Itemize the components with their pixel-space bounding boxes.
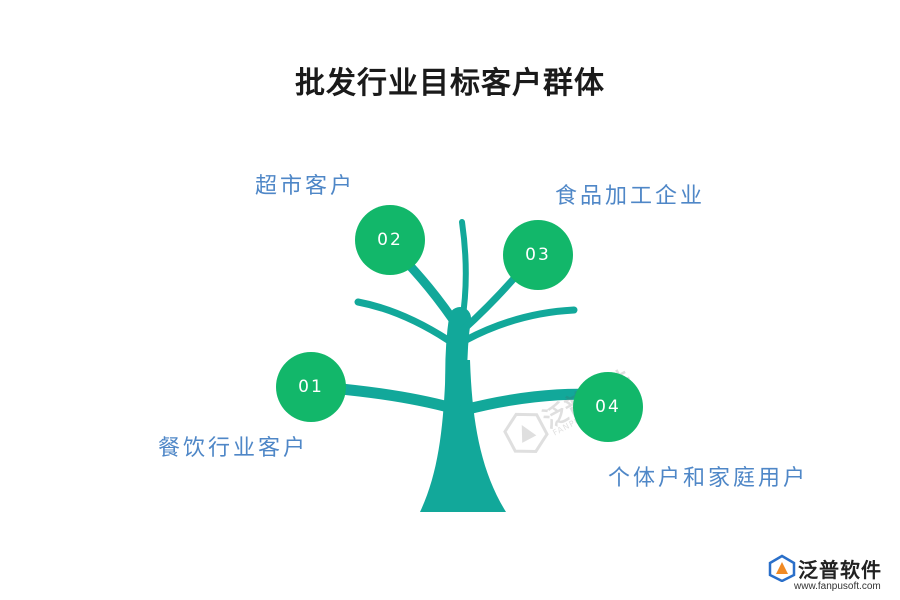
- branch-lower-left: [324, 382, 458, 414]
- label-02: 超市客户: [255, 174, 356, 199]
- label-04: 个体户和家庭用户: [608, 466, 809, 491]
- node-04: 04: [573, 372, 643, 442]
- node-01: 01: [276, 352, 346, 422]
- brand-logo-icon: [768, 554, 796, 582]
- watermark: 泛普软件 FANPUSOFT: [495, 346, 656, 469]
- node-03: 03: [503, 220, 573, 290]
- label-01: 餐饮行业客户: [158, 436, 309, 461]
- brand-logo-url: www.fanpusoft.com: [794, 581, 881, 592]
- label-03: 食品加工企业: [555, 184, 706, 209]
- branch-far-right: [462, 306, 578, 344]
- watermark-logo-icon: [503, 412, 549, 453]
- node-02: 02: [355, 205, 425, 275]
- page-title: 批发行业目标客户群体: [295, 66, 605, 101]
- brand-logo: 泛普软件 www.fanpusoft.com: [768, 554, 894, 598]
- branch-far-left: [354, 298, 452, 344]
- brand-logo-name: 泛普软件: [798, 558, 882, 582]
- tree-trunk: [420, 360, 506, 512]
- branch-top: [459, 219, 469, 325]
